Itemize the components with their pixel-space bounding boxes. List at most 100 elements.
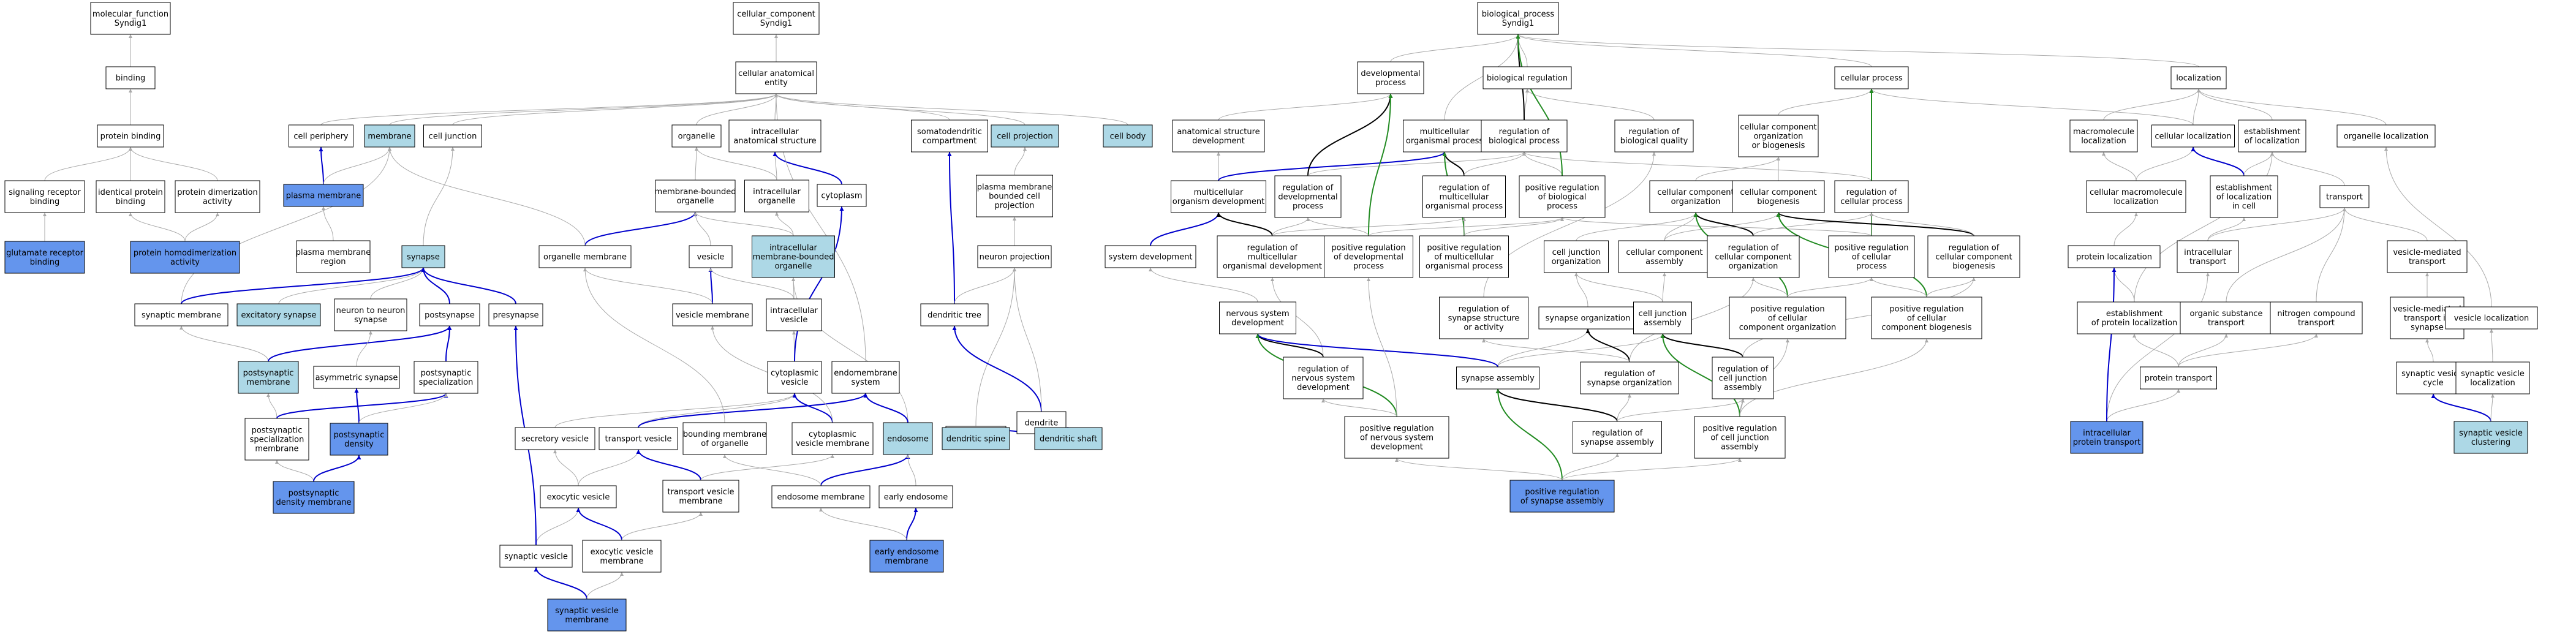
go-term-binding[interactable]: binding (105, 66, 156, 89)
go-term-cell-projection[interactable]: cell projection (991, 124, 1059, 148)
go-term-synaptic-vesicle[interactable]: synaptic vesicle (499, 545, 573, 568)
go-term-postsynapse[interactable]: postsynapse (419, 303, 480, 326)
go-term-cell-body[interactable]: cell body (1103, 124, 1153, 148)
go-term-synapse[interactable]: synapse (401, 245, 445, 268)
go-term-membrane[interactable]: membrane (364, 124, 415, 148)
go-term-synapse-assembly[interactable]: synapse assembly (1456, 366, 1539, 390)
go-term-presynapse[interactable]: presynapse (488, 303, 543, 326)
go-term-cellular-localization[interactable]: cellular localization (2151, 124, 2235, 148)
go-term-localization[interactable]: localization (2170, 66, 2227, 89)
go-term-cell-junction[interactable]: cell junction (423, 124, 482, 148)
go-term-synaptic-membrane[interactable]: synaptic membrane (134, 303, 229, 326)
go-term-organelle[interactable]: organelle (671, 124, 722, 148)
go-term-organelle-localization[interactable]: organelle localization (2336, 124, 2436, 148)
go-term-vesicle-membrane[interactable]: vesicle membrane (672, 303, 753, 326)
go-term-synapse-organization[interactable]: synapse organization (1538, 306, 1637, 330)
go-term-protein-binding[interactable]: protein binding (97, 124, 164, 148)
go-term-cellular-process[interactable]: cellular process (1834, 66, 1909, 89)
go-term-vesicle-localization[interactable]: vesicle localization (2445, 306, 2538, 330)
go-term-organelle-membrane[interactable]: organelle membrane (538, 245, 632, 268)
go-term-exocytic-vesicle[interactable]: exocytic vesicle (540, 485, 617, 508)
go-term-system-development[interactable]: system development (1105, 245, 1196, 268)
go-term-neuron-projection[interactable]: neuron projection (977, 245, 1052, 268)
go-term-protein-localization[interactable]: protein localization (2068, 245, 2161, 268)
go-term-asymmetric-synapse[interactable]: asymmetric synapse (313, 366, 400, 389)
go-term-cell-periphery[interactable]: cell periphery (289, 124, 353, 148)
go-term-transport[interactable]: transport (2319, 185, 2370, 208)
go-term-endosome[interactable]: endosome (883, 422, 933, 455)
go-term-dendritic-spine[interactable]: dendritic spine (942, 427, 1010, 450)
go-term-cytoplasm[interactable]: cytoplasm (817, 184, 867, 207)
go-term-excitatory-synapse[interactable]: excitatory synapse (236, 303, 321, 326)
go-term-biological-regulation[interactable]: biological regulation (1483, 66, 1572, 89)
go-term-transport-vesicle[interactable]: transport vesicle (599, 427, 678, 450)
